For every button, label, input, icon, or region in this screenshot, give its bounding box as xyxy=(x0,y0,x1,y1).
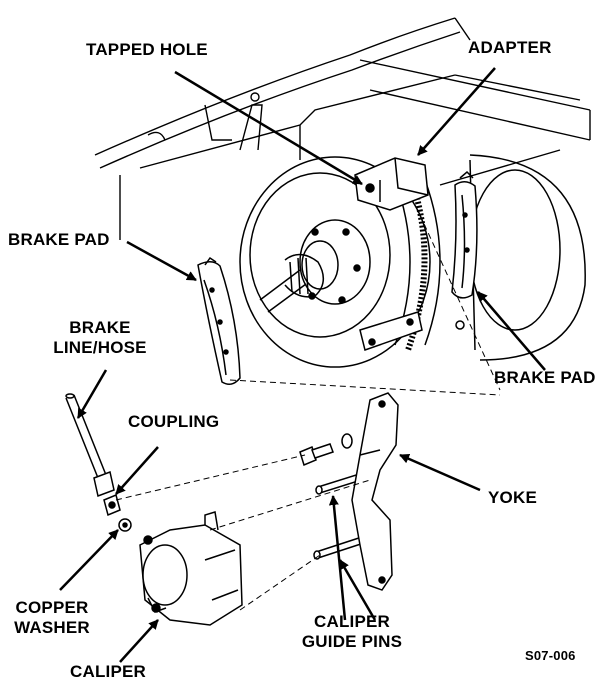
brake-line-hose xyxy=(65,393,115,498)
yoke-arrow-icon xyxy=(399,453,481,492)
yoke-bolt xyxy=(299,433,353,467)
brake-line-hose-label-line2: LINE/HOSE xyxy=(53,338,147,357)
brake-pad-right xyxy=(451,170,478,299)
tapped-hole-label: TAPPED HOLE xyxy=(86,40,208,59)
caliper-arrow-icon xyxy=(119,619,159,663)
brake-line-arrow-icon xyxy=(76,369,108,419)
figure-code: S07-006 xyxy=(525,648,576,663)
coupling-arrow-icon xyxy=(115,446,159,495)
copper-washer-label-line1: COPPER xyxy=(15,598,89,617)
brake-line-hose-label-line1: BRAKE xyxy=(69,318,131,337)
copper-washer-label: COPPER WASHER xyxy=(2,598,102,638)
leader-arrows xyxy=(59,67,546,663)
coupling xyxy=(103,493,121,517)
brake-line-hose-label: BRAKE LINE/HOSE xyxy=(40,318,160,358)
caliper-guide-pins-label-line1: CALIPER xyxy=(313,612,391,631)
yoke-label: YOKE xyxy=(488,488,537,507)
caliper xyxy=(139,511,243,626)
brake-pad-right-label: BRAKE PAD xyxy=(494,368,596,387)
vehicle-frame xyxy=(94,17,591,240)
brake-pad-right-arrow-icon xyxy=(477,291,546,371)
copper-washer xyxy=(118,518,132,532)
brake-pad-left-arrow-icon xyxy=(126,240,197,282)
brake-pad-left-label: BRAKE PAD xyxy=(8,230,110,249)
caliper-label: CALIPER xyxy=(70,662,147,681)
drive-shaft xyxy=(259,253,324,313)
caliper-guide-pins-label-line2: GUIDE PINS xyxy=(301,632,403,651)
brake-pad-left xyxy=(197,256,241,385)
guide-pins-arrow-2-icon xyxy=(338,559,377,621)
copper-washer-arrow-icon xyxy=(59,529,119,591)
copper-washer-label-line2: WASHER xyxy=(14,618,90,637)
adapter xyxy=(354,157,429,351)
caliper-guide-pins-label: CALIPER GUIDE PINS xyxy=(292,612,412,652)
alignment-lines xyxy=(115,214,501,611)
guide-pins-arrow-1-icon xyxy=(328,495,347,621)
tapped-hole-arrow-icon xyxy=(174,70,363,186)
adapter-label: ADAPTER xyxy=(468,38,552,57)
coupling-label: COUPLING xyxy=(128,412,220,431)
adapter-arrow-icon xyxy=(417,67,496,156)
yoke xyxy=(351,392,399,591)
